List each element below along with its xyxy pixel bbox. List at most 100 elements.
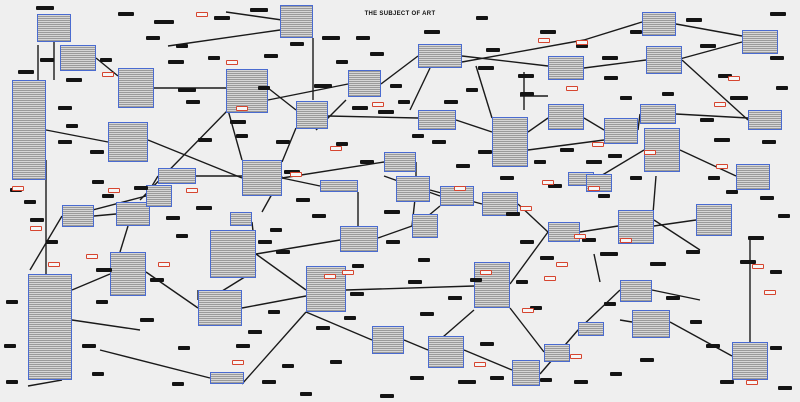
connector-line [267, 83, 349, 101]
connector-line [637, 113, 641, 131]
connector-line [45, 129, 109, 143]
label-tag [102, 194, 114, 198]
red-label-tag [108, 188, 120, 193]
label-tag [530, 306, 542, 310]
text-panel [732, 342, 768, 380]
label-tag [300, 392, 312, 396]
connector-line [99, 349, 211, 379]
text-panel [548, 222, 580, 242]
label-tag [586, 160, 602, 164]
label-tag [718, 74, 732, 78]
label-tag [100, 58, 112, 62]
connector-line [583, 21, 643, 41]
text-panel [742, 30, 778, 54]
label-tag [760, 196, 774, 200]
label-tag [608, 154, 622, 158]
red-label-tag [644, 150, 656, 155]
label-tag [432, 140, 446, 144]
label-tag [196, 206, 212, 210]
text-panel [348, 70, 381, 97]
label-tag [58, 106, 72, 110]
label-tag [154, 20, 174, 24]
label-tag [620, 96, 632, 100]
connector-line [675, 23, 743, 37]
label-tag [316, 326, 330, 330]
label-tag [350, 292, 364, 296]
text-panel [492, 117, 528, 167]
label-tag [58, 140, 72, 144]
label-tag [666, 296, 680, 300]
connector-line [345, 285, 475, 291]
text-panel [544, 344, 570, 362]
text-panel [340, 226, 378, 252]
text-panel [412, 214, 438, 238]
label-tag [506, 212, 520, 216]
text-panel [118, 68, 154, 108]
label-tag [150, 278, 164, 282]
red-label-tag [746, 380, 758, 385]
label-tag [296, 198, 310, 202]
red-label-tag [574, 234, 586, 239]
label-tag [408, 280, 422, 284]
label-tag [726, 190, 738, 194]
label-tag [118, 12, 134, 16]
label-tag [478, 66, 494, 70]
connector-line [651, 289, 701, 301]
label-tag [662, 92, 674, 96]
label-tag [250, 8, 268, 12]
text-panel [736, 164, 770, 190]
label-tag [576, 44, 588, 48]
text-panel [198, 290, 242, 326]
red-label-tag [454, 186, 466, 191]
connector-line [241, 295, 307, 309]
label-tag [46, 240, 58, 244]
red-label-tag [86, 254, 98, 259]
text-panel [646, 46, 682, 74]
label-tag [380, 394, 394, 398]
label-tag [276, 250, 290, 254]
red-label-tag [752, 264, 764, 269]
connector-line [95, 57, 119, 77]
label-tag [520, 240, 534, 244]
text-panel [60, 45, 96, 71]
label-tag [330, 360, 342, 364]
label-tag [356, 36, 370, 40]
label-tag [352, 106, 368, 110]
label-tag [520, 92, 534, 96]
label-tag [574, 380, 588, 384]
red-label-tag [196, 12, 208, 17]
text-panel [146, 185, 172, 207]
label-tag [410, 376, 424, 380]
label-tag [92, 180, 104, 184]
label-tag [770, 346, 782, 350]
label-tag [264, 54, 278, 58]
label-tag [456, 164, 470, 168]
red-label-tag [538, 38, 550, 43]
label-tag [282, 364, 294, 368]
label-tag [208, 56, 220, 60]
label-tag [630, 176, 642, 180]
text-panel [418, 110, 456, 130]
text-panel [116, 202, 150, 226]
label-tag [598, 194, 610, 198]
connector-line [380, 55, 419, 85]
label-tag [730, 96, 748, 100]
text-panel [12, 80, 46, 180]
red-label-tag [522, 308, 534, 313]
label-tag [66, 78, 82, 82]
text-panel [62, 205, 94, 227]
label-tag [748, 236, 764, 240]
label-tag [466, 88, 478, 92]
red-label-tag [764, 290, 776, 295]
red-label-tag [372, 102, 384, 107]
label-tag [82, 344, 96, 348]
label-tag [490, 376, 504, 380]
label-tag [776, 86, 788, 90]
connector-line [27, 379, 63, 387]
label-tag [178, 346, 190, 350]
label-tag [176, 44, 188, 48]
text-panel [320, 180, 358, 192]
text-panel [428, 336, 464, 368]
red-label-tag [226, 60, 238, 65]
label-tag [476, 16, 488, 20]
